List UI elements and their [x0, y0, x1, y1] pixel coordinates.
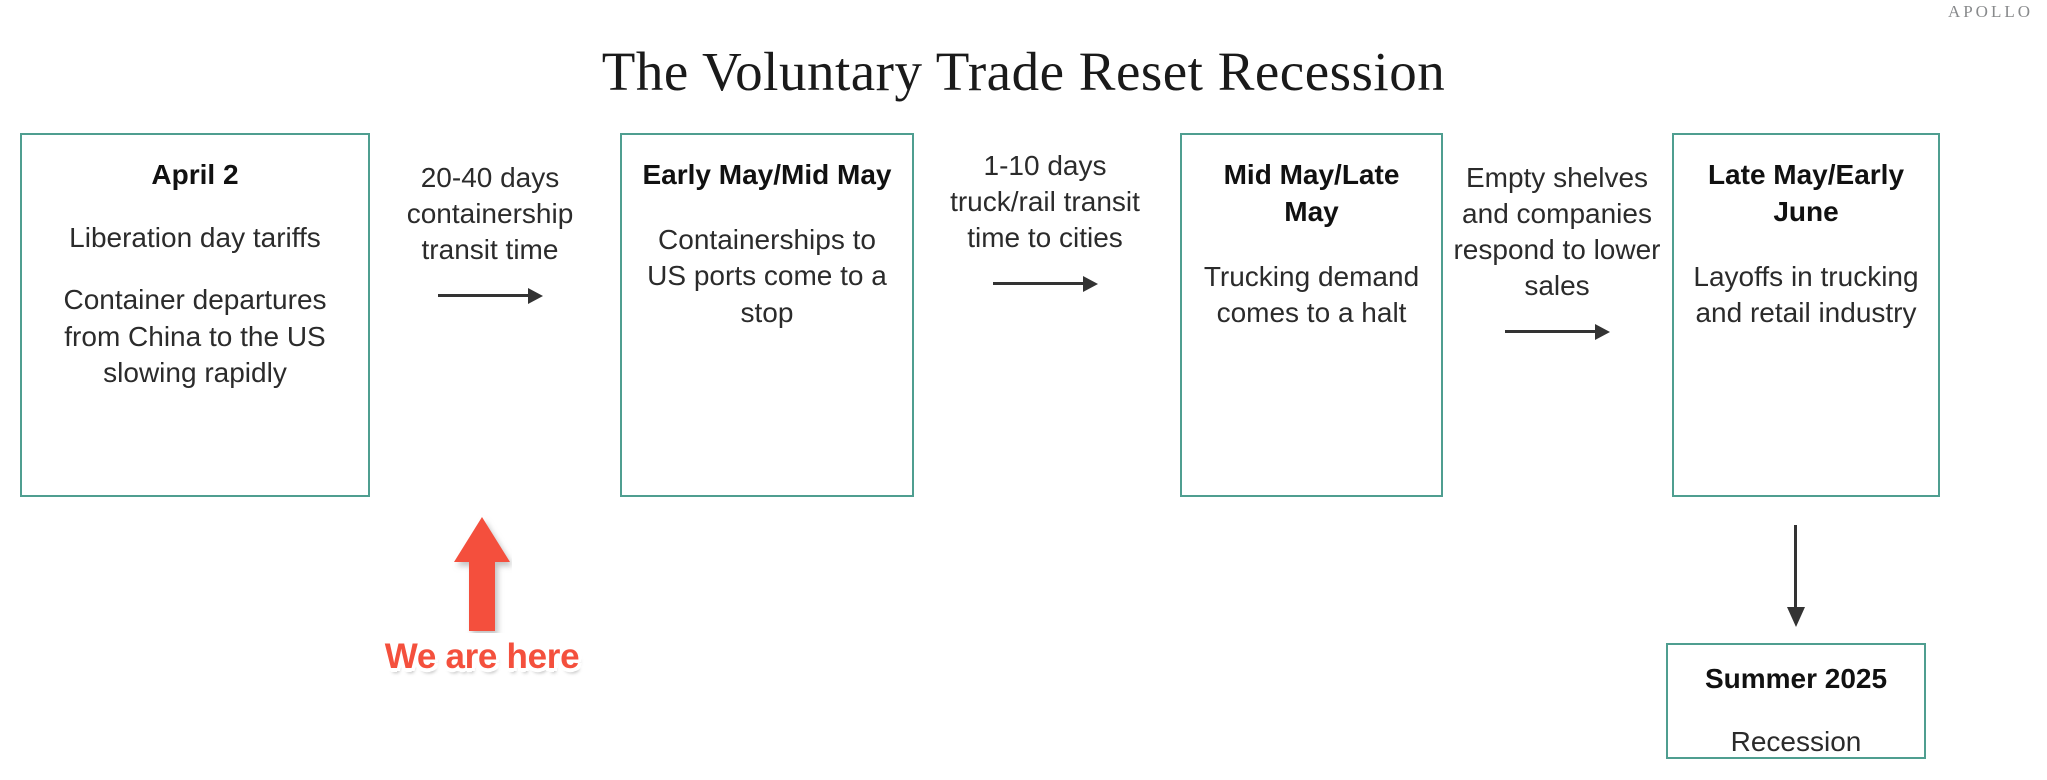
- stage-box-summer-2025[interactable]: Summer 2025 Recession: [1666, 643, 1926, 759]
- stage-body: Trucking demand comes to a halt: [1195, 259, 1428, 332]
- stage-body: Recession: [1681, 724, 1911, 760]
- connector-label: 1-10 days truck/rail transit time to cit…: [950, 150, 1140, 254]
- arrow-right-icon: [992, 274, 1098, 292]
- stage-body: Containerships to US ports come to a sto…: [637, 222, 898, 331]
- stage-title: Late May/Early June: [1707, 159, 1905, 227]
- page-title: The Voluntary Trade Reset Recession: [601, 41, 1446, 102]
- arrow-down-icon: [1787, 525, 1805, 627]
- connector-label: Empty shelves and companies respond to l…: [1453, 162, 1661, 302]
- stage-box-late-may-early-june[interactable]: Late May/Early June Layoffs in trucking …: [1672, 133, 1940, 497]
- we-are-here-label: We are here: [382, 635, 582, 679]
- stage-title: April 2: [151, 159, 239, 190]
- arrow-up-icon: [454, 517, 510, 631]
- stage-body: Layoffs in trucking and retail industry: [1687, 259, 1925, 332]
- arrow-right-icon: [437, 286, 543, 304]
- stage-title: Mid May/Late May: [1223, 159, 1400, 227]
- arrow-right-icon: [1504, 322, 1610, 340]
- stage-box-early-may-mid-may[interactable]: Early May/Mid May Containerships to US p…: [620, 133, 914, 497]
- stage-paragraph: Containerships to US ports come to a sto…: [647, 223, 887, 328]
- stage-title: Summer 2025: [1704, 663, 1888, 694]
- stage-paragraph: Layoffs in trucking and retail industry: [1693, 260, 1919, 329]
- connector-containership-transit: 20-40 days containership transit time: [395, 160, 585, 304]
- stage-paragraph: Recession: [1730, 725, 1862, 757]
- connector-empty-shelves: Empty shelves and companies respond to l…: [1450, 160, 1664, 340]
- stage-body: Liberation day tariffs Container departu…: [39, 220, 350, 392]
- connector-truck-rail-transit: 1-10 days truck/rail transit time to cit…: [928, 148, 1162, 292]
- we-are-here-marker: We are here: [352, 515, 612, 679]
- connector-label: 20-40 days containership transit time: [406, 162, 574, 266]
- stage-box-april-2[interactable]: April 2 Liberation day tariffs Container…: [20, 133, 370, 497]
- stage-title: Early May/Mid May: [642, 159, 892, 190]
- stage-paragraph: Container departures from China to the U…: [63, 284, 327, 389]
- stage-paragraph: Liberation day tariffs: [69, 221, 321, 253]
- stage-box-mid-may-late-may[interactable]: Mid May/Late May Trucking demand comes t…: [1180, 133, 1443, 497]
- apollo-logo: APOLLO: [1947, 2, 2033, 21]
- stage-paragraph: Trucking demand comes to a halt: [1203, 260, 1420, 329]
